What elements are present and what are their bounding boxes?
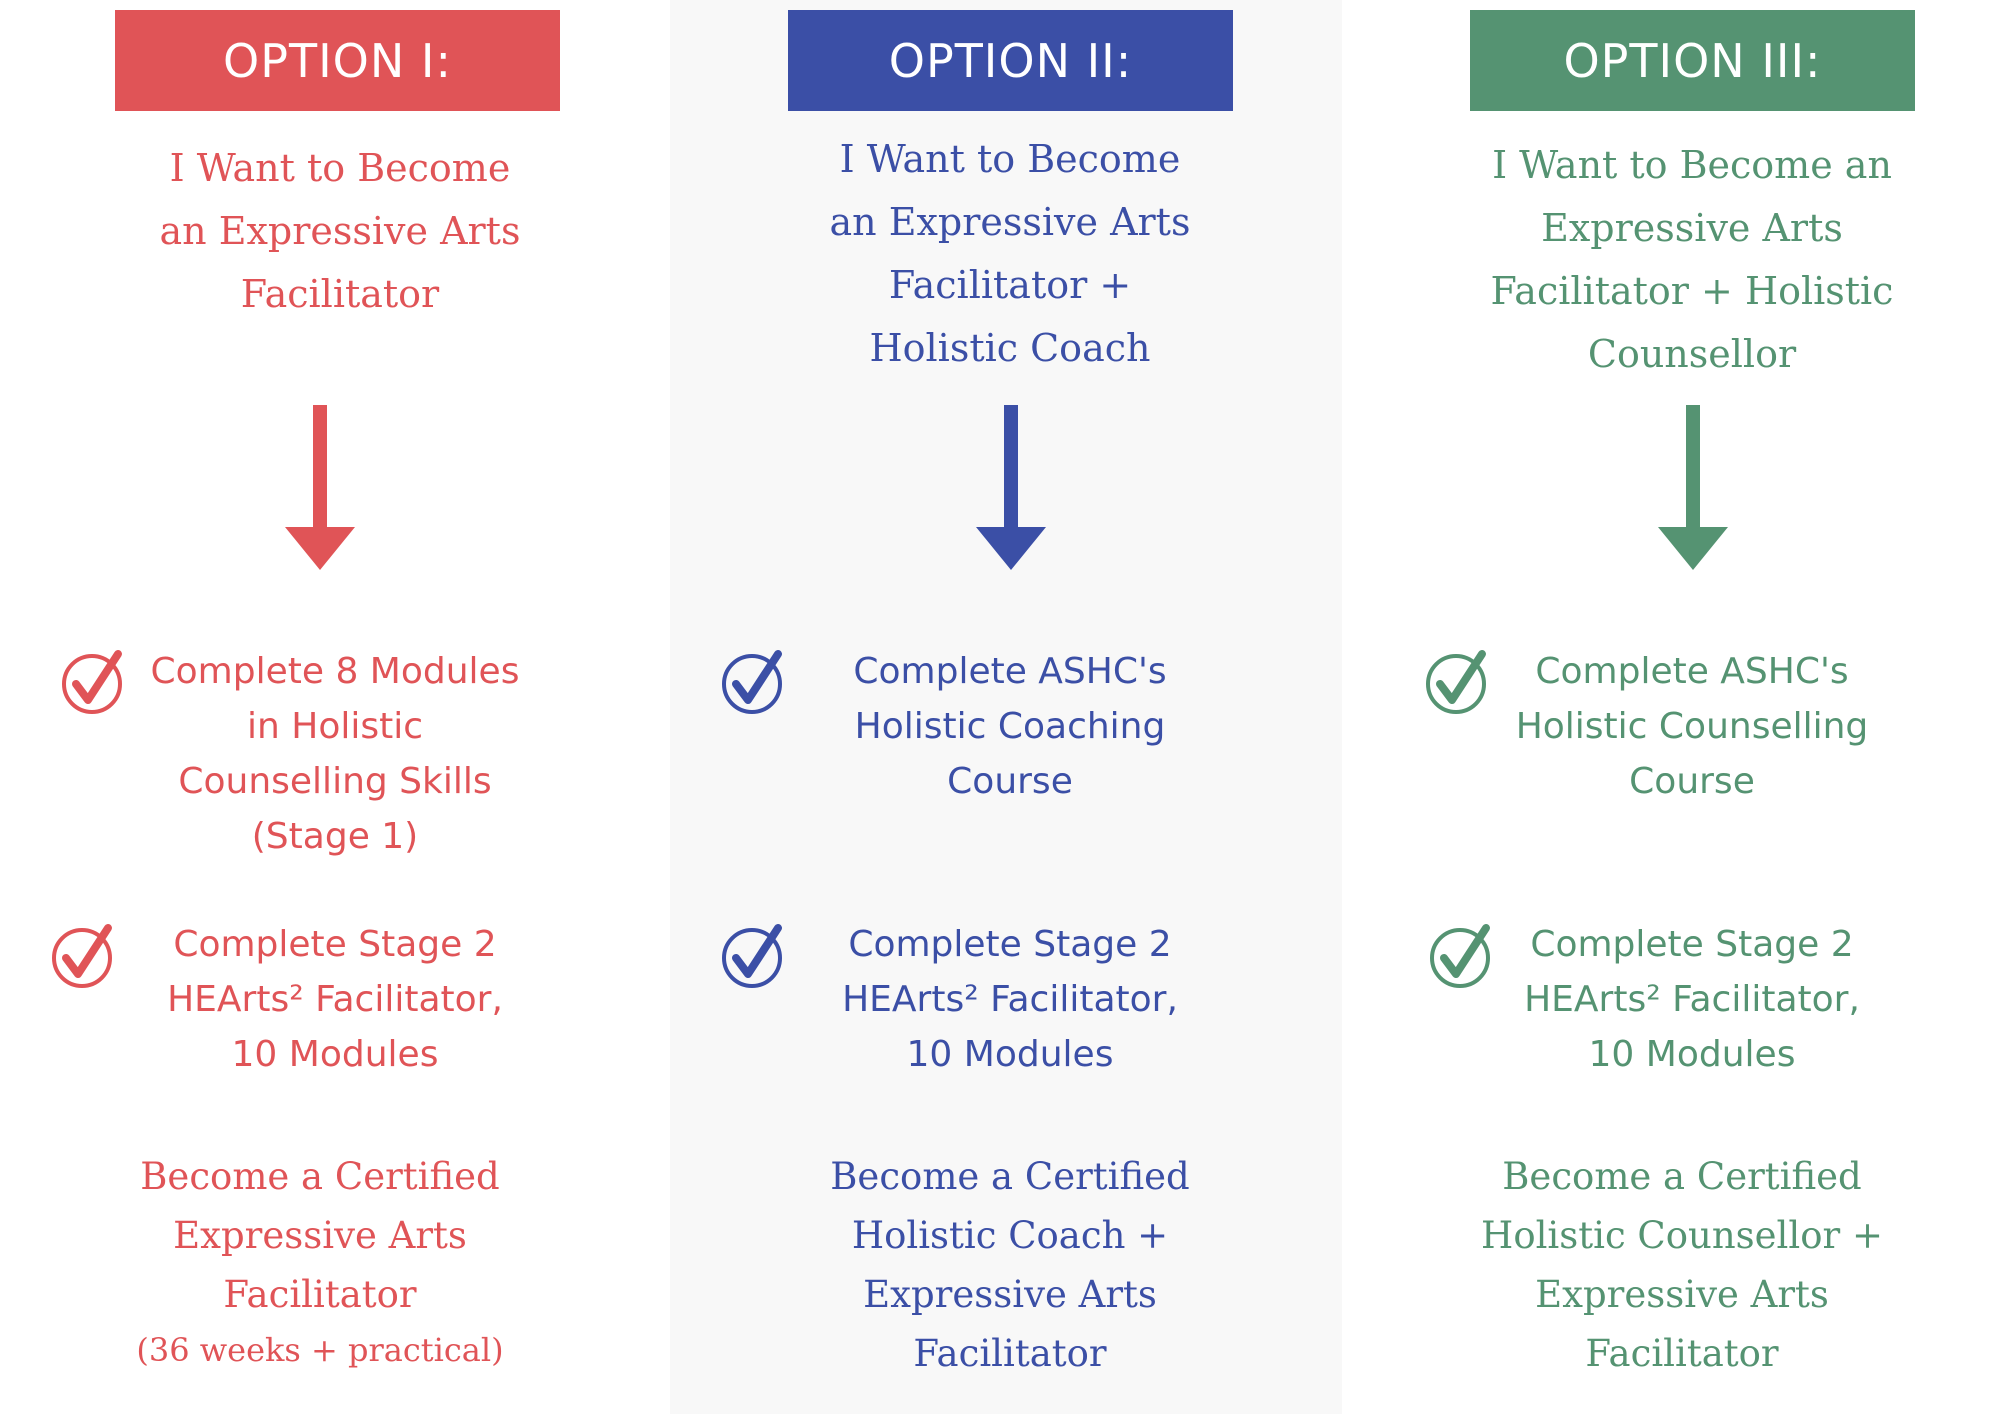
checkmark-icon bbox=[1430, 924, 1490, 988]
option-1-goal: I Want to Become an Expressive Arts Faci… bbox=[159, 146, 521, 316]
option-2-result: Become a Certified Holistic Coach + Expr… bbox=[830, 1155, 1190, 1375]
option-1-header: OPTION I: bbox=[115, 10, 560, 111]
option-1-column: OPTION I: I Want to Become an Expressive… bbox=[0, 0, 670, 1414]
option-3-step-2: Complete Stage 2 HEArts² Facilitator, 10… bbox=[1524, 924, 1860, 1075]
option-2-column: OPTION II: I Want to Become an Expressiv… bbox=[670, 0, 1342, 1414]
option-1-step-1: Complete 8 Modules in Holistic Counselli… bbox=[150, 651, 520, 857]
option-1-result: Become a Certified Expressive Arts Facil… bbox=[140, 1155, 500, 1316]
option-2-step-2: Complete Stage 2 HEArts² Facilitator, 10… bbox=[842, 924, 1178, 1075]
down-arrow-icon bbox=[976, 405, 1046, 570]
option-1-duration-note: (36 weeks + practical) bbox=[136, 1331, 504, 1369]
option-3-result: Become a Certified Holistic Counsellor +… bbox=[1481, 1155, 1883, 1375]
option-1-step-2: Complete Stage 2 HEArts² Facilitator, 10… bbox=[167, 924, 503, 1075]
option-3-column: OPTION III: I Want to Become an Expressi… bbox=[1342, 0, 2000, 1414]
middle-column-band bbox=[670, 0, 1342, 1414]
option-3-step-1: Complete ASHC's Holistic Counselling Cou… bbox=[1515, 651, 1869, 802]
option-2-header: OPTION II: bbox=[788, 10, 1233, 111]
option-3-goal: I Want to Become an Expressive Arts Faci… bbox=[1490, 143, 1894, 376]
option-2-step-1: Complete ASHC's Holistic Coaching Course bbox=[853, 651, 1167, 802]
checkmark-icon bbox=[722, 650, 782, 714]
checkmark-icon bbox=[1426, 650, 1486, 714]
checkmark-icon bbox=[62, 650, 122, 714]
down-arrow-icon bbox=[285, 405, 355, 570]
option-3-header: OPTION III: bbox=[1470, 10, 1915, 111]
option-2-goal: I Want to Become an Expressive Arts Faci… bbox=[829, 137, 1191, 370]
checkmark-icon bbox=[52, 924, 112, 988]
checkmark-icon bbox=[722, 924, 782, 988]
down-arrow-icon bbox=[1658, 405, 1728, 570]
